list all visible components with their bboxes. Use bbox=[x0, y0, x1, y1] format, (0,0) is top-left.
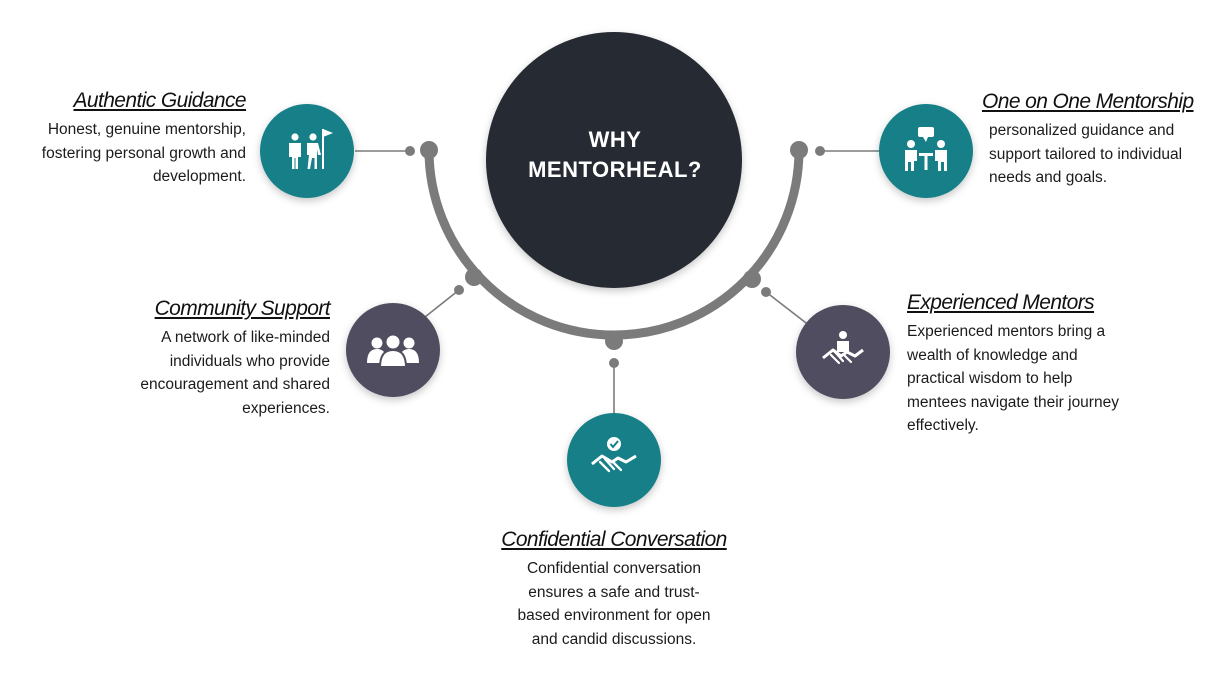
authentic-guidance-title: Authentic Guidance bbox=[73, 89, 247, 112]
experienced-mentors-description: Experienced mentors bring a wealth of kn… bbox=[907, 323, 1119, 434]
confidential-conversation-title: Confidential Conversation bbox=[501, 528, 727, 551]
community-support-title: Community Support bbox=[154, 297, 331, 320]
center-circle bbox=[486, 32, 742, 288]
people-with-flag-icon bbox=[289, 129, 333, 169]
center-title-line2: MENTORHEAL? bbox=[528, 157, 702, 182]
arc-dot bbox=[790, 141, 808, 159]
small-dot bbox=[454, 285, 464, 295]
experienced-mentors-title: Experienced Mentors bbox=[907, 291, 1095, 314]
two-people-talking-icon bbox=[905, 127, 947, 171]
one-on-one-icon-badge bbox=[879, 104, 973, 198]
arc-dot bbox=[743, 270, 761, 288]
arc-dot bbox=[605, 332, 623, 350]
mentor-handshake-icon bbox=[822, 331, 864, 365]
small-dot bbox=[815, 146, 825, 156]
connector-line-experienced bbox=[765, 291, 811, 327]
confidential-conversation-icon-badge bbox=[567, 413, 661, 507]
authentic-guidance-block: Authentic Guidance Honest, genuine mento… bbox=[8, 88, 247, 189]
center-title-line1: WHY bbox=[588, 127, 642, 152]
small-dot bbox=[761, 287, 771, 297]
one-on-one-title: One on One Mentorship bbox=[982, 90, 1194, 113]
authentic-guidance-description: Honest, genuine mentorship, fostering pe… bbox=[41, 121, 246, 185]
one-on-one-description: personalized guidance and support tailor… bbox=[989, 122, 1183, 186]
confidential-conversation-block: Confidential Conversation Confidential c… bbox=[484, 527, 744, 651]
group-icon bbox=[367, 333, 419, 368]
arc-dot bbox=[465, 268, 483, 286]
center-title: WHY MENTORHEAL? bbox=[500, 125, 730, 185]
small-dot bbox=[609, 358, 619, 368]
one-on-one-block: One on One Mentorship personalized guida… bbox=[982, 89, 1218, 190]
confidential-conversation-description: Confidential conversation ensures a safe… bbox=[517, 560, 711, 648]
community-support-description: A network of like-minded individuals who… bbox=[140, 329, 330, 417]
authentic-guidance-icon-badge bbox=[260, 104, 354, 198]
community-support-icon-badge bbox=[346, 303, 440, 397]
experienced-mentors-block: Experienced Mentors Experienced mentors … bbox=[907, 290, 1129, 438]
arc-dot bbox=[420, 141, 438, 159]
experienced-mentors-icon-badge bbox=[796, 305, 890, 399]
community-support-block: Community Support A network of like-mind… bbox=[110, 296, 330, 420]
small-dot bbox=[405, 146, 415, 156]
connector-line-community bbox=[424, 289, 460, 318]
handshake-check-icon bbox=[591, 437, 637, 473]
